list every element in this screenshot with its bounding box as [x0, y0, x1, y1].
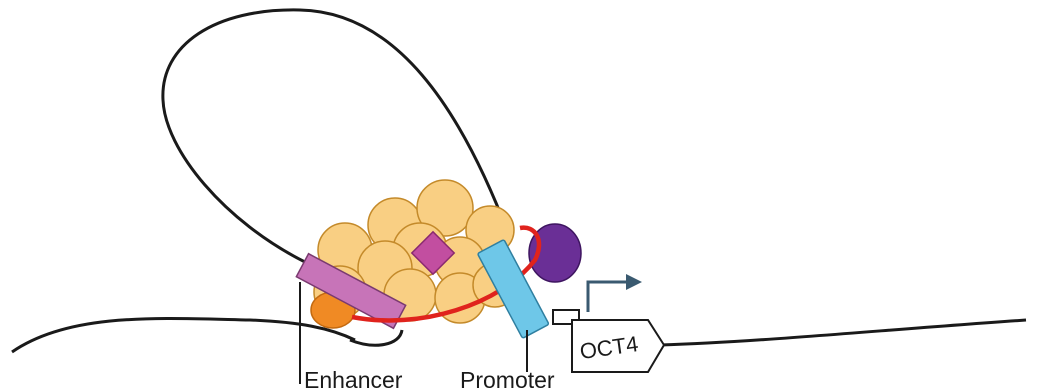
dna-strand-enhancer-tail — [350, 330, 402, 345]
dna-strand-right — [660, 320, 1026, 345]
promoter-label: Promoter — [460, 367, 555, 392]
dna-strand-left — [12, 318, 355, 352]
tss-arrow — [588, 282, 626, 312]
enhancer-label: Enhancer — [304, 367, 403, 392]
tss-arrow-head — [626, 274, 642, 290]
